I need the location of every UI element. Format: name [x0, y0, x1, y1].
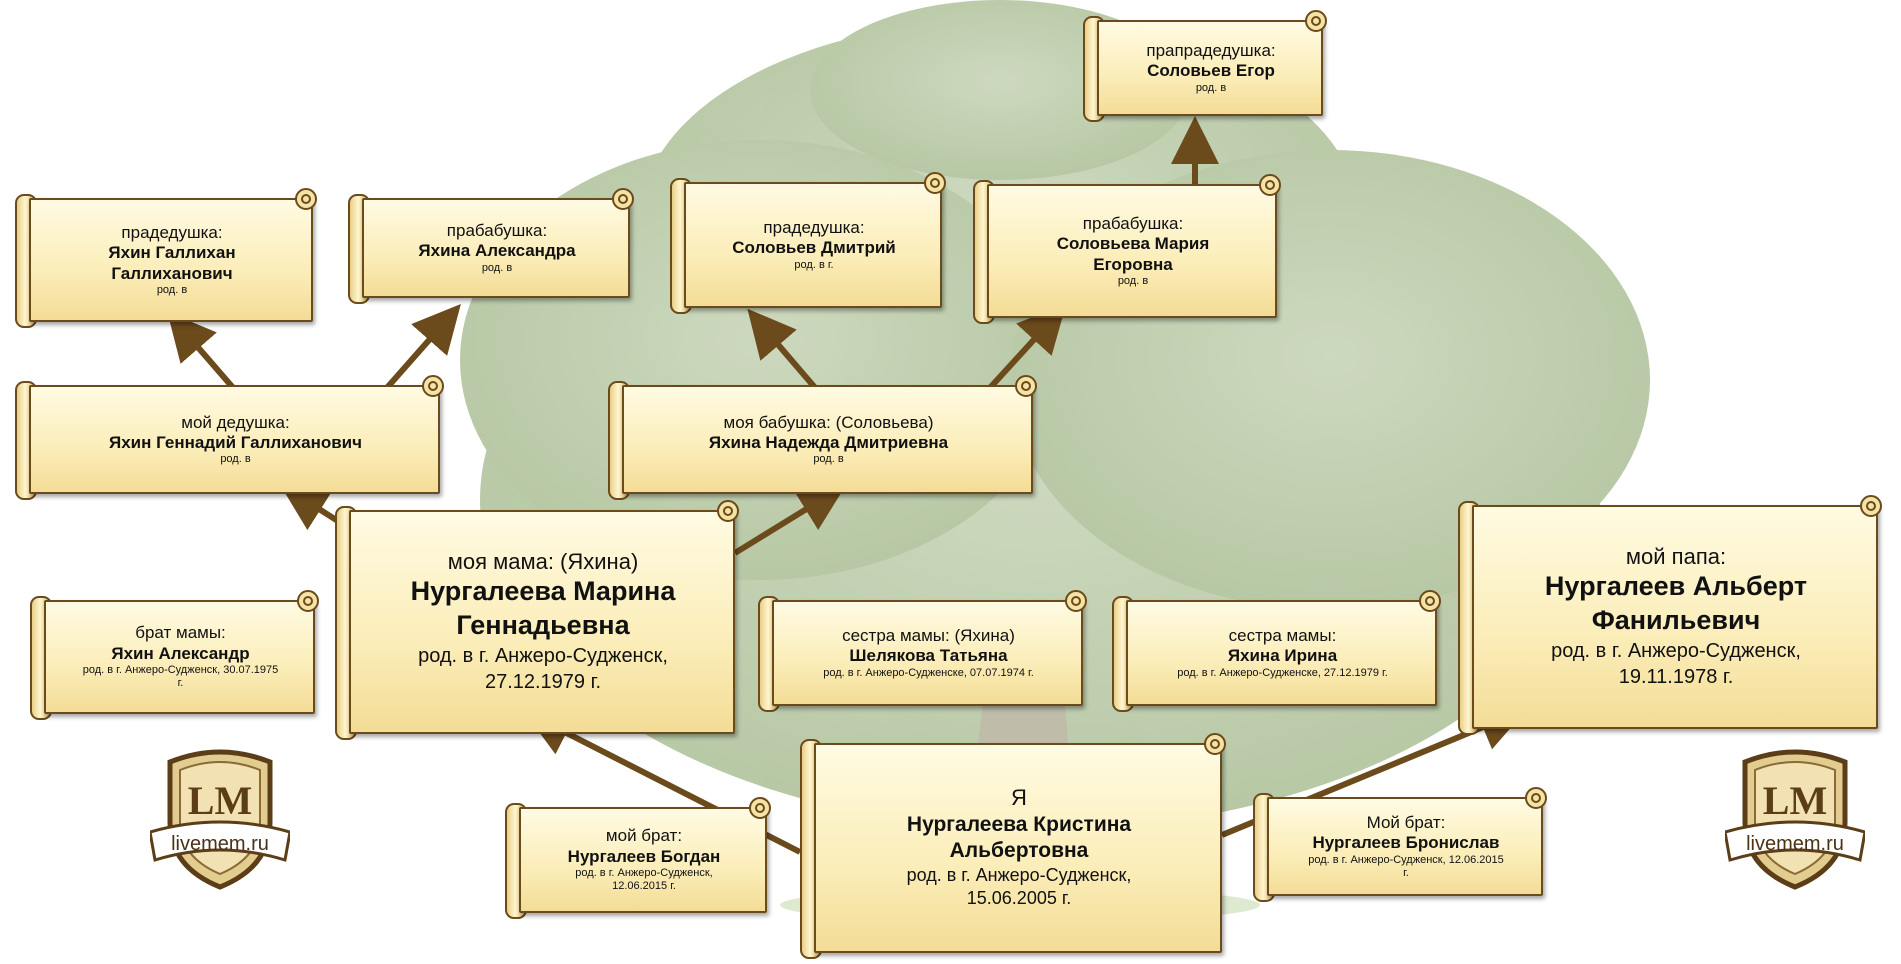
- logo-monogram: LM: [188, 778, 252, 823]
- person-name: Шелякова Татьяна: [849, 646, 1008, 666]
- relation-label: мой дедушка:: [181, 412, 290, 432]
- birth-info: род. в г. Анжеро-Судженск, 15.06.2005 г.: [906, 865, 1132, 909]
- birth-info: род. в г. Анжеро-Судженск, 12.06.2015 г.: [575, 867, 713, 893]
- person-name: Яхин Александр: [111, 643, 250, 663]
- person-name: Яхина Надежда Дмитриевна: [708, 432, 949, 452]
- birth-info: род. в г. Анжеро-Судженск, 12.06.2015 г.: [1308, 853, 1504, 879]
- birth-info: род. в г. Анжеро-Судженск, 30.07.1975 г.: [82, 664, 279, 690]
- relation-label: Я: [1011, 785, 1027, 811]
- logo-text: livemem.ru: [1746, 833, 1844, 855]
- person-name: Яхин Галлихан Галлиханович: [108, 243, 236, 283]
- person-name: Нургалеев Альберт Фанильевич: [1544, 571, 1808, 636]
- birth-info: род. в: [481, 261, 513, 274]
- birth-info: род. в: [220, 453, 251, 466]
- relation-label: сестра мамы:: [1228, 626, 1337, 646]
- birth-info: род. в: [1195, 81, 1227, 94]
- birth-info: род. в: [1117, 274, 1149, 287]
- relation-label: прабабушка:: [446, 221, 548, 241]
- livemem-logo-right[interactable]: LM livemem.ru: [1725, 742, 1865, 892]
- person-name: Яхин Геннадий Галлиханович: [109, 432, 362, 452]
- relation-label: прадедушка:: [763, 218, 865, 238]
- person-name: Нургалеева Марина Геннадьевна: [410, 576, 676, 641]
- card-grandmother[interactable]: моя бабушка: (Соловьева)Яхина Надежда Дм…: [608, 375, 1037, 500]
- birth-info: род. в г. Анжеро-Судженск, 27.12.1979 г.: [418, 644, 668, 693]
- person-name: Нургалеев Бронислав: [1312, 833, 1500, 853]
- relation-label: прабабушка:: [1082, 213, 1184, 233]
- relation-label: брат мамы:: [135, 623, 226, 643]
- birth-info: род. в: [156, 283, 188, 296]
- logo-text: livemem.ru: [171, 833, 269, 855]
- relation-label: мой брат:: [605, 826, 683, 846]
- relation-label: прапрадедушка:: [1146, 41, 1276, 61]
- person-name: Соловьев Егор: [1147, 61, 1275, 81]
- card-mother[interactable]: моя мама: (Яхина)Нургалеева Марина Генна…: [335, 500, 739, 740]
- livemem-logo-left[interactable]: LM livemem.ru: [150, 742, 290, 892]
- person-name: Соловьев Дмитрий: [732, 238, 896, 258]
- birth-info: род. в г. Анжеро-Судженск, 19.11.1978 г.: [1551, 639, 1801, 688]
- relation-label: прадедушка:: [121, 222, 223, 242]
- person-name: Нургалеев Богдан: [567, 846, 721, 866]
- logo-monogram: LM: [1763, 778, 1827, 823]
- relation-label: моя бабушка: (Соловьева): [723, 412, 934, 432]
- relation-label: моя мама: (Яхина): [447, 549, 639, 575]
- birth-info: род. в г.: [794, 258, 834, 271]
- person-name: Яхина Ирина: [1227, 646, 1338, 666]
- person-name: Нургалеева Кристина Альбертовна: [906, 812, 1132, 862]
- relation-label: мой папа:: [1625, 544, 1727, 570]
- person-name: Соловьева Мария Егоровна: [1056, 234, 1210, 274]
- birth-info: род. в г. Анжеро-Судженске, 07.07.1974 г…: [823, 666, 1034, 679]
- relation-label: сестра мамы: (Яхина): [842, 626, 1015, 646]
- birth-info: род. в: [813, 453, 844, 466]
- birth-info: род. в г. Анжеро-Судженске, 27.12.1979 г…: [1177, 666, 1388, 679]
- relation-label: Мой брат:: [1366, 812, 1446, 832]
- person-name: Яхина Александра: [418, 241, 576, 261]
